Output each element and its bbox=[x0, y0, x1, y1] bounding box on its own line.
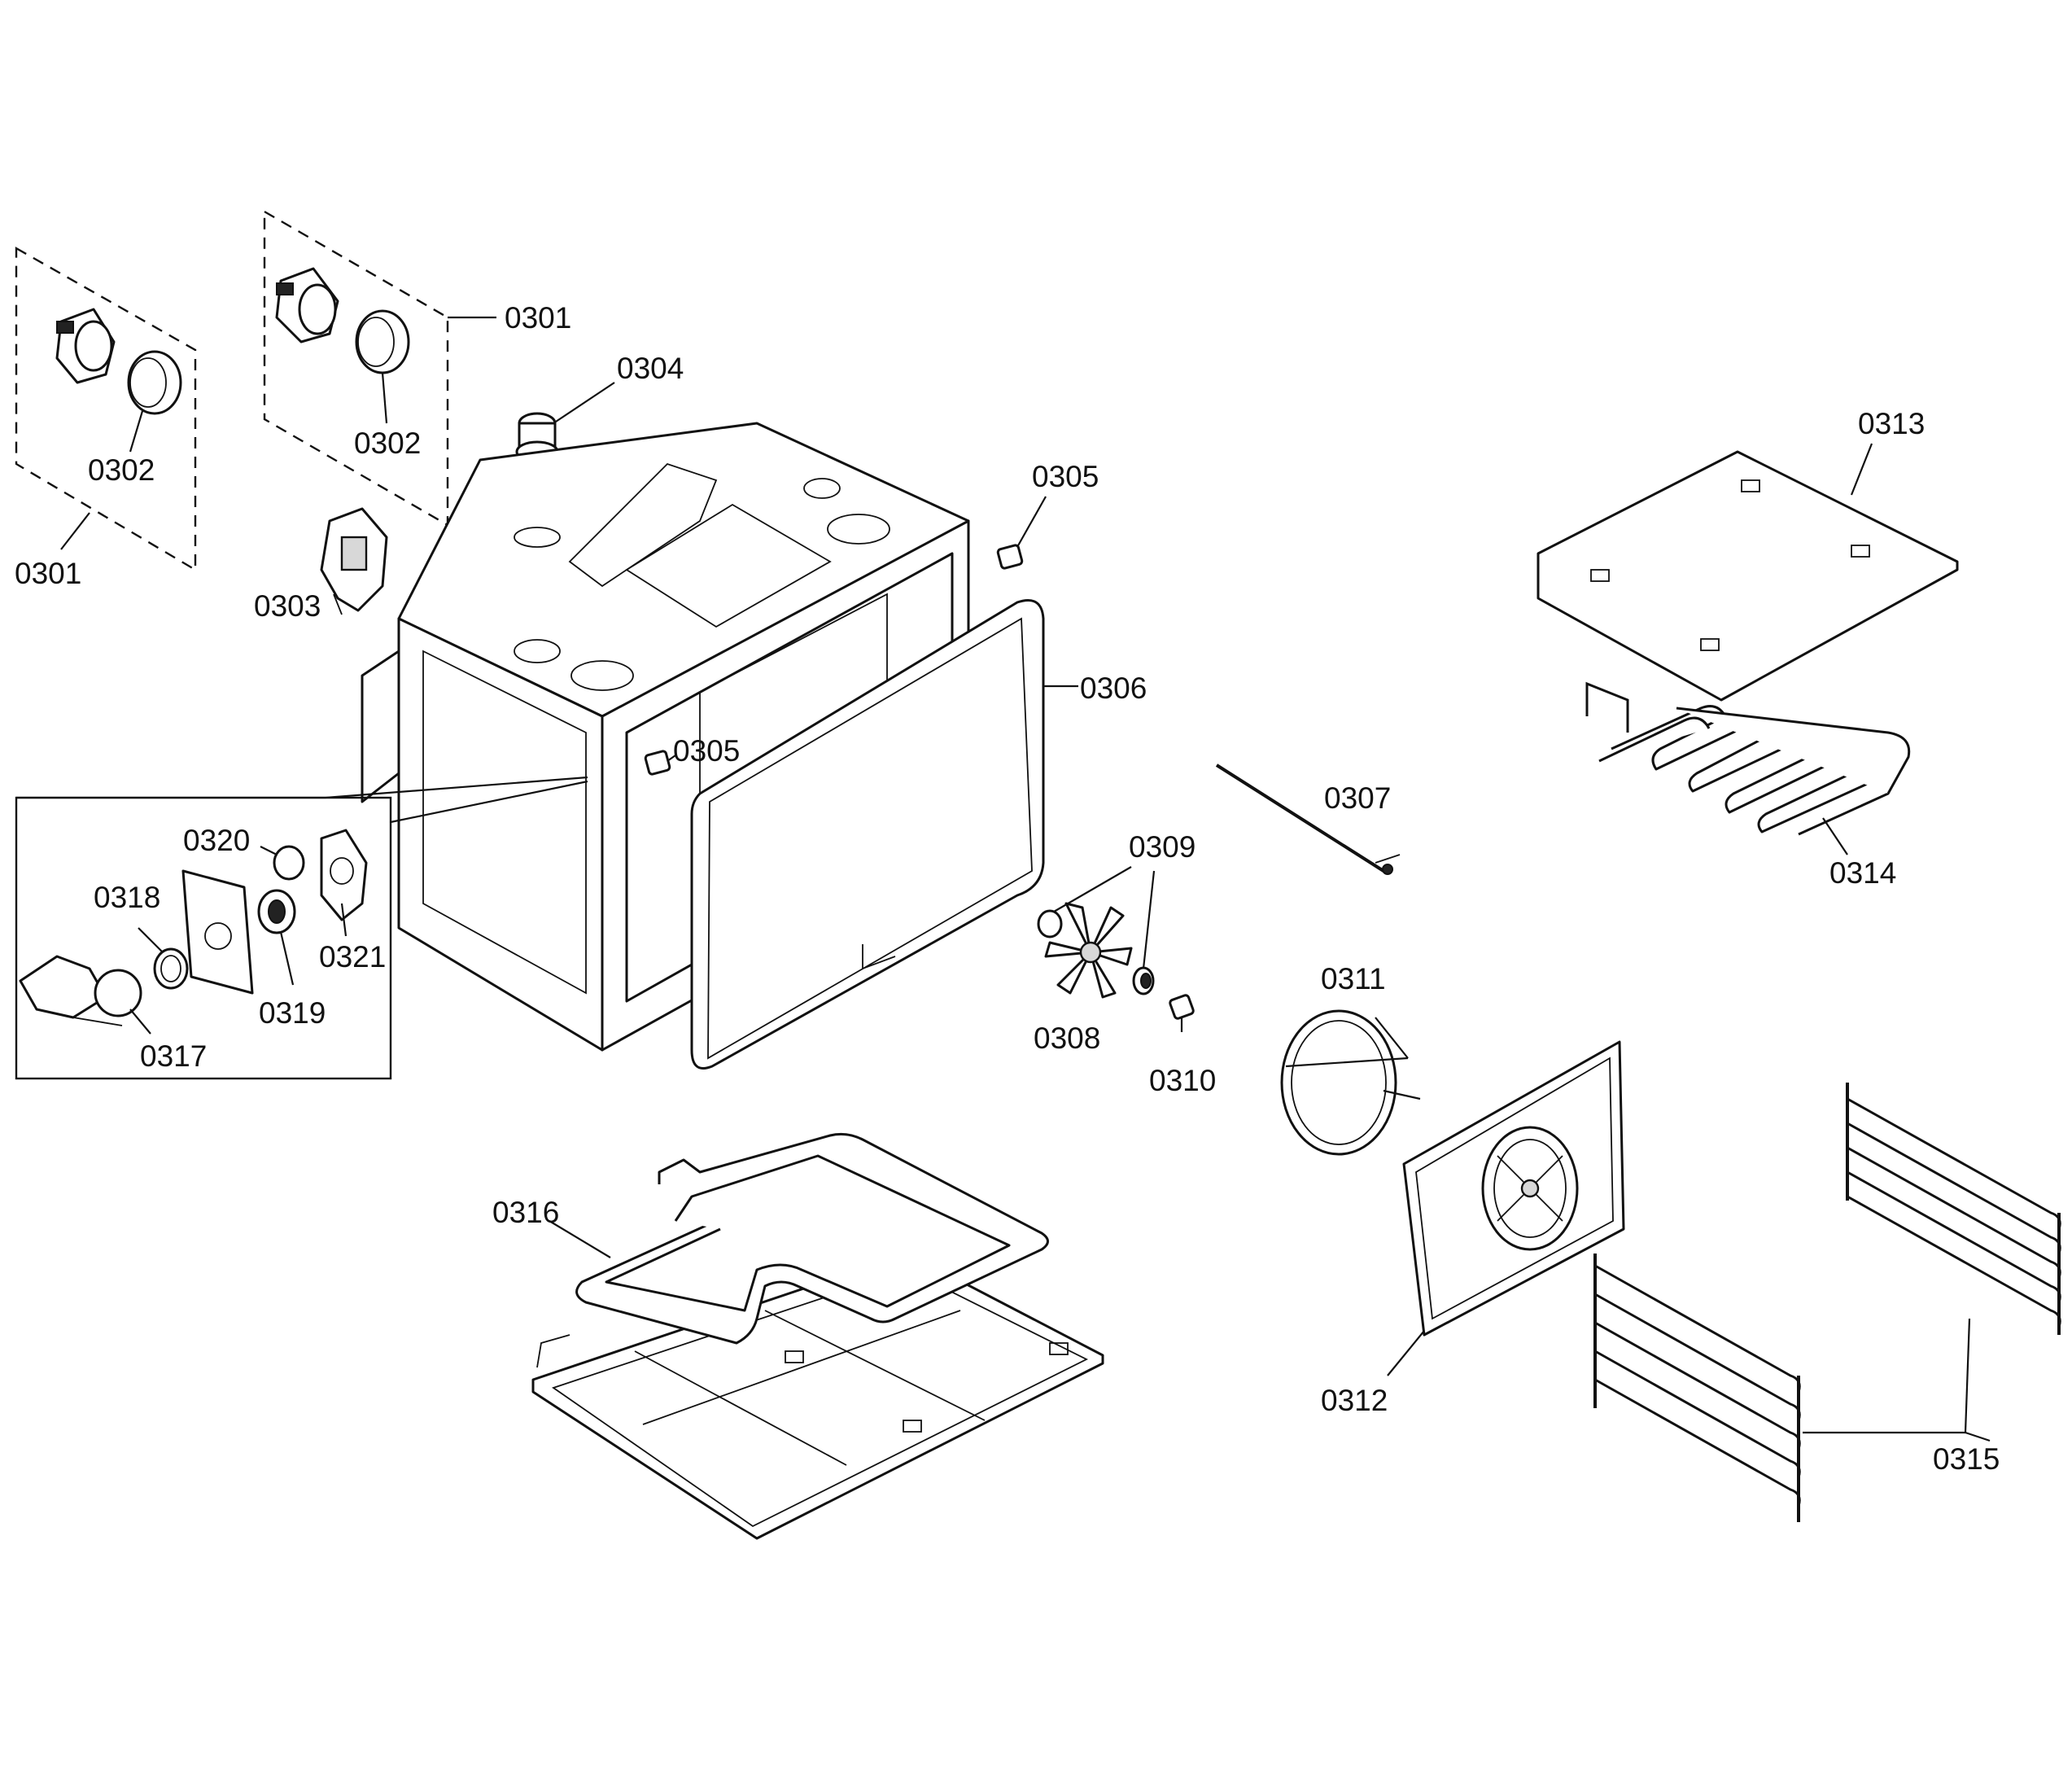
lamp-socket-icon bbox=[55, 308, 116, 384]
label-0306: 0306 bbox=[1080, 672, 1147, 705]
label-0319: 0319 bbox=[259, 996, 326, 1030]
label-0302-right: 0302 bbox=[354, 427, 421, 460]
label-0318: 0318 bbox=[94, 881, 160, 914]
label-0307: 0307 bbox=[1324, 781, 1391, 815]
lamp-housing-icon[interactable] bbox=[181, 869, 296, 995]
label-0305-top: 0305 bbox=[1032, 460, 1099, 493]
label-0321: 0321 bbox=[319, 940, 386, 974]
lamp-cover-icon bbox=[127, 350, 182, 415]
label-0314: 0314 bbox=[1829, 856, 1896, 890]
label-0315: 0315 bbox=[1933, 1442, 2000, 1476]
label-0313: 0313 bbox=[1858, 407, 1925, 440]
label-0310: 0310 bbox=[1149, 1064, 1216, 1097]
label-0301-right: 0301 bbox=[505, 301, 571, 335]
label-0308: 0308 bbox=[1034, 1022, 1100, 1055]
label-0303: 0303 bbox=[254, 589, 321, 623]
convection-fan-blade-icon[interactable] bbox=[1037, 866, 1156, 999]
rack-guides-icon[interactable] bbox=[1593, 1083, 2061, 1522]
seal-ring-icon[interactable] bbox=[138, 927, 189, 990]
lamp-kit-left[interactable] bbox=[15, 246, 197, 572]
convection-element-icon[interactable] bbox=[1280, 1009, 1421, 1156]
label-0302-left: 0302 bbox=[88, 453, 155, 487]
nut-fan-icon[interactable] bbox=[1169, 994, 1195, 1032]
label-0301-left: 0301 bbox=[15, 557, 81, 590]
lamp-glass-icon[interactable] bbox=[260, 845, 305, 881]
lamp-detail-box bbox=[15, 796, 392, 1080]
door-gasket-icon[interactable] bbox=[690, 599, 1078, 1070]
lamp-socket-detail-icon[interactable] bbox=[19, 955, 151, 1035]
lamp-socket-icon bbox=[275, 267, 339, 343]
bake-element-icon[interactable] bbox=[531, 1132, 1104, 1540]
label-0309: 0309 bbox=[1129, 830, 1196, 864]
lamp-kit-right[interactable] bbox=[263, 209, 496, 527]
fan-cover-icon[interactable] bbox=[1387, 1040, 1625, 1376]
motor-icon[interactable] bbox=[320, 507, 388, 615]
lamp-cover-icon bbox=[355, 309, 410, 374]
part-labels: 0301 0301 0302 0302 0303 0304 0305 0305 … bbox=[15, 301, 2000, 1476]
nut-top-icon[interactable] bbox=[996, 496, 1047, 570]
lamp-seal-icon[interactable] bbox=[320, 829, 368, 937]
label-0312: 0312 bbox=[1321, 1384, 1388, 1417]
label-0311: 0311 bbox=[1321, 962, 1386, 995]
top-cover-icon[interactable] bbox=[1537, 443, 1959, 702]
label-0316: 0316 bbox=[492, 1196, 559, 1229]
label-0320: 0320 bbox=[183, 824, 250, 857]
label-0304: 0304 bbox=[617, 352, 684, 385]
label-0317: 0317 bbox=[140, 1039, 207, 1073]
temperature-sensor-icon[interactable] bbox=[1215, 763, 1401, 875]
nut-front-icon[interactable] bbox=[644, 750, 676, 776]
broil-element-icon[interactable] bbox=[1585, 681, 1911, 855]
label-0305-front: 0305 bbox=[673, 734, 740, 768]
